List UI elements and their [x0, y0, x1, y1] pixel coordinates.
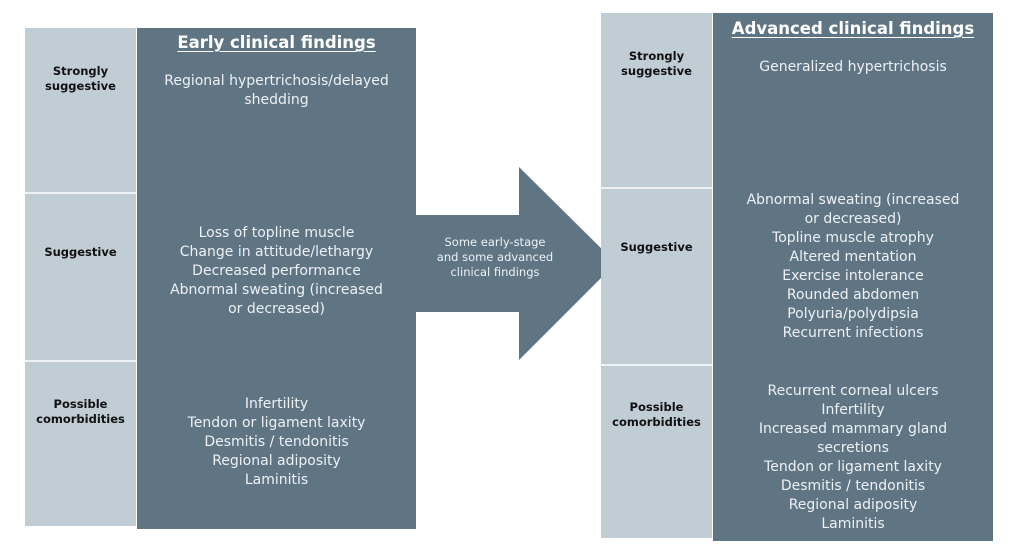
advanced-comorbidities-findings: Recurrent corneal ulcers Infertility Inc… [713, 382, 993, 534]
advanced-suggestive-findings: Abnormal sweating (increased or decrease… [713, 191, 993, 343]
early-suggestive-findings: Loss of topline muscle Change in attitud… [137, 224, 416, 319]
finding-item: Polyuria/polydipsia [787, 306, 919, 322]
early-findings-box: Early clinical findings Regional hypertr… [137, 28, 416, 529]
finding-item: Exercise intolerance [782, 268, 924, 284]
finding-item: Recurrent corneal ulcers [767, 383, 939, 399]
advanced-findings-box: Advanced clinical findings Generalized h… [713, 13, 993, 541]
finding-item: Laminitis [244, 472, 309, 488]
finding-item: Regional hypertrichosis/delayed shedding [164, 73, 389, 108]
finding-item: Regional adiposity [788, 497, 918, 513]
finding-item: Desmitis / tendonitis [780, 478, 926, 494]
finding-item: Loss of topline muscle [198, 225, 355, 241]
finding-item: Altered mentation [789, 249, 917, 265]
early-row-label-possible-comorbidities: Possible comorbidities [25, 362, 136, 526]
advanced-findings-title: Advanced clinical findings [731, 19, 975, 38]
finding-item: Decreased performance [192, 263, 361, 279]
row-divider [25, 192, 136, 194]
advanced-row-label-possible-comorbidities: Possible comorbidities [601, 366, 712, 538]
row-divider [601, 364, 712, 366]
finding-item: Change in attitude/lethargy [179, 244, 374, 260]
early-comorbidities-findings: Infertility Tendon or ligament laxity De… [137, 395, 416, 490]
arrow-shape [414, 167, 616, 360]
finding-item: Abnormal sweating (increased or decrease… [746, 192, 960, 227]
finding-item: Generalized hypertrichosis [759, 59, 947, 75]
finding-item: Infertility [244, 396, 309, 412]
finding-item: Infertility [821, 402, 885, 418]
early-row-label-suggestive: Suggestive [25, 194, 136, 360]
finding-item: Rounded abdomen [786, 287, 920, 303]
advanced-row-label-strongly-suggestive: Strongly suggestive [601, 13, 712, 187]
advanced-label-column: Strongly suggestive Suggestive Possible … [601, 13, 712, 538]
row-divider [601, 187, 712, 189]
row-divider [25, 360, 136, 362]
finding-item: Topline muscle atrophy [772, 230, 934, 246]
finding-item: Tendon or ligament laxity [764, 459, 942, 475]
finding-item: Increased mammary gland secretions [758, 421, 948, 456]
advanced-row-label-suggestive: Suggestive [601, 189, 712, 364]
advanced-strongly-suggestive-findings: Generalized hypertrichosis [713, 58, 993, 77]
finding-item: Laminitis [821, 516, 885, 532]
finding-item: Tendon or ligament laxity [187, 415, 366, 431]
finding-item: Regional adiposity [212, 453, 341, 469]
early-row-label-strongly-suggestive: Strongly suggestive [25, 28, 136, 192]
early-findings-title: Early clinical findings [177, 33, 376, 52]
early-strongly-suggestive-findings: Regional hypertrichosis/delayed shedding [137, 72, 416, 110]
early-label-column: Strongly suggestive Suggestive Possible … [25, 28, 136, 526]
finding-item: Desmitis / tendonitis [204, 434, 349, 450]
finding-item: Abnormal sweating (increased or decrease… [170, 282, 383, 317]
arrow-label: Some early-stage and some advanced clini… [436, 235, 554, 279]
finding-item: Recurrent infections [782, 325, 924, 341]
